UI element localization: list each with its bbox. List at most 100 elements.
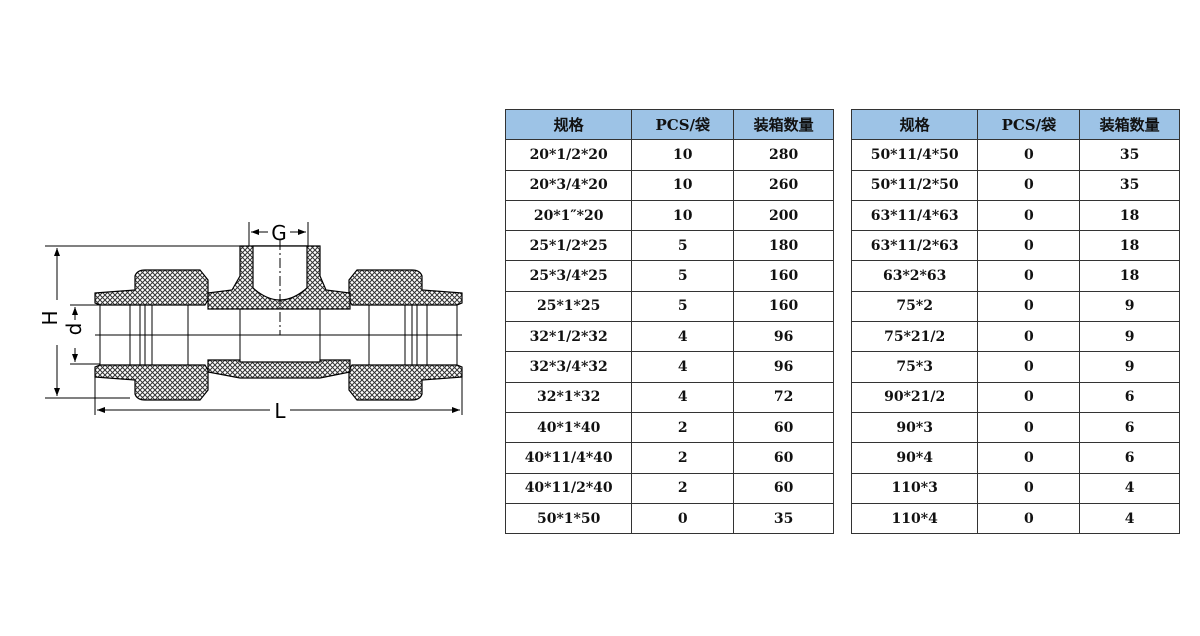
cell-spec: 75*3 [850, 351, 979, 383]
cell-spec: 90*21/2 [850, 381, 979, 413]
cell-spec: 20*1″*20 [504, 199, 633, 232]
cell-pcs-per-bag: 0 [977, 411, 1081, 444]
cell-carton-qty: 18 [1079, 230, 1180, 262]
dimension-h-label: H [38, 310, 62, 325]
cell-pcs-per-bag: 0 [631, 502, 735, 535]
cell-pcs-per-bag: 10 [631, 169, 735, 201]
cell-spec: 90*3 [850, 411, 979, 444]
dimension-d-label: d [62, 323, 86, 336]
cell-spec: 20*1/2*20 [504, 139, 633, 171]
cell-carton-qty: 4 [1079, 502, 1180, 535]
cell-spec: 32*1*32 [504, 381, 633, 413]
cell-spec: 20*3/4*20 [504, 169, 633, 201]
cell-pcs-per-bag: 0 [977, 472, 1081, 504]
cell-spec: 25*1/2*25 [504, 230, 633, 262]
tee-fitting-cross-section-drawing: G H d L [38, 221, 463, 423]
cell-carton-qty: 260 [733, 169, 834, 201]
column-header-pcs-per-bag: PCS/袋 [977, 108, 1081, 141]
cell-carton-qty: 280 [733, 139, 834, 171]
column-header-carton-qty: 装箱数量 [1079, 108, 1180, 141]
cell-carton-qty: 6 [1079, 442, 1180, 474]
cell-pcs-per-bag: 5 [631, 290, 735, 323]
cell-carton-qty: 6 [1079, 381, 1180, 413]
cell-spec: 75*2 [850, 290, 979, 323]
cell-spec: 25*1*25 [504, 290, 633, 323]
cell-spec: 50*1*50 [504, 502, 633, 535]
right-nut-bottom [348, 364, 463, 401]
cell-carton-qty: 96 [733, 351, 834, 383]
cell-carton-qty: 160 [733, 260, 834, 292]
cell-pcs-per-bag: 0 [977, 321, 1081, 353]
cell-carton-qty: 35 [1079, 169, 1180, 201]
cell-spec: 50*11/2*50 [850, 169, 979, 201]
cell-carton-qty: 35 [733, 502, 834, 535]
cell-pcs-per-bag: 0 [977, 169, 1081, 201]
cell-pcs-per-bag: 0 [977, 442, 1081, 474]
cell-carton-qty: 9 [1079, 351, 1180, 383]
dimension-g-label: G [271, 221, 287, 245]
cell-carton-qty: 4 [1079, 472, 1180, 504]
dimension-l-label: L [274, 399, 286, 423]
cell-spec: 32*3/4*32 [504, 351, 633, 383]
cell-spec: 32*1/2*32 [504, 321, 633, 353]
left-nut-top [94, 269, 209, 306]
cell-carton-qty: 200 [733, 199, 834, 232]
cell-pcs-per-bag: 2 [631, 411, 735, 444]
cell-spec: 110*4 [850, 502, 979, 535]
left-nut-bottom [94, 364, 209, 401]
cell-pcs-per-bag: 10 [631, 199, 735, 232]
column-header-pcs-per-bag: PCS/袋 [631, 108, 735, 141]
cell-spec: 110*3 [850, 472, 979, 504]
cell-spec: 50*11/4*50 [850, 139, 979, 171]
cell-carton-qty: 35 [1079, 139, 1180, 171]
cell-pcs-per-bag: 2 [631, 472, 735, 504]
cell-spec: 25*3/4*25 [504, 260, 633, 292]
cell-pcs-per-bag: 4 [631, 321, 735, 353]
cell-pcs-per-bag: 0 [977, 230, 1081, 262]
cell-carton-qty: 60 [733, 442, 834, 474]
cell-pcs-per-bag: 0 [977, 139, 1081, 171]
cell-spec: 75*21/2 [850, 321, 979, 353]
cell-pcs-per-bag: 0 [977, 290, 1081, 323]
cell-carton-qty: 96 [733, 321, 834, 353]
cell-pcs-per-bag: 0 [977, 199, 1081, 232]
cell-pcs-per-bag: 5 [631, 230, 735, 262]
bottom-body [207, 359, 351, 379]
cell-carton-qty: 9 [1079, 321, 1180, 353]
cell-pcs-per-bag: 4 [631, 351, 735, 383]
cell-spec: 90*4 [850, 442, 979, 474]
cell-spec: 63*11/4*63 [850, 199, 979, 232]
column-header-spec: 规格 [504, 108, 633, 141]
cell-carton-qty: 18 [1079, 260, 1180, 292]
cell-spec: 40*1*40 [504, 411, 633, 444]
cell-spec: 40*11/4*40 [504, 442, 633, 474]
column-header-spec: 规格 [850, 108, 979, 141]
cell-pcs-per-bag: 10 [631, 139, 735, 171]
